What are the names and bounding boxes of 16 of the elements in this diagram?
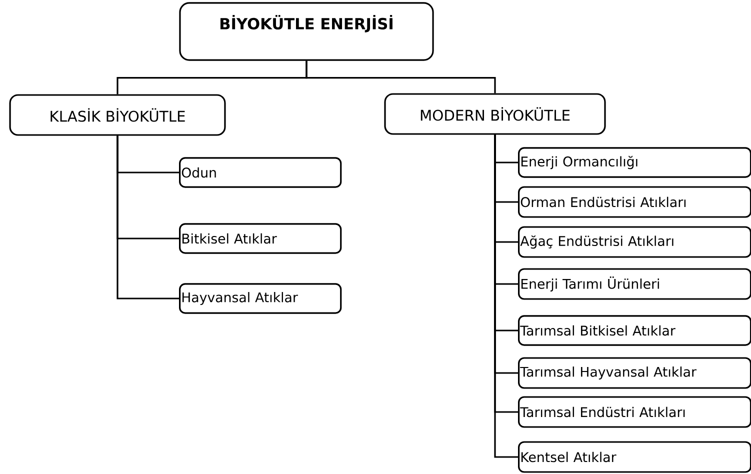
connector-line bbox=[116, 136, 179, 300]
item-box: Bitkisel Atıklar bbox=[179, 223, 342, 254]
category-box: MODERN BİYOKÜTLE bbox=[384, 93, 606, 135]
item-box: Odun bbox=[179, 157, 342, 188]
item-box: Tarımsal Bitkisel Atıklar bbox=[518, 315, 751, 346]
item-box: Tarımsal Endüstri Atıkları bbox=[518, 396, 751, 428]
item-box: Enerji Tarımı Ürünleri bbox=[518, 268, 751, 300]
title-box: BİYOKÜTLE ENERJİSİ bbox=[179, 2, 434, 61]
connector-line bbox=[306, 60, 496, 94]
item-box: Orman Endüstrisi Atıkları bbox=[518, 186, 751, 218]
item-box: Kentsel Atıklar bbox=[518, 441, 751, 473]
item-box: Tarımsal Hayvansal Atıklar bbox=[518, 357, 751, 389]
category-box: KLASİK BİYOKÜTLE bbox=[9, 94, 226, 136]
item-box: Hayvansal Atıklar bbox=[179, 283, 342, 314]
item-box: Ağaç Endüstrisi Atıkları bbox=[518, 226, 751, 258]
item-box: Enerji Ormancılığı bbox=[518, 147, 751, 178]
